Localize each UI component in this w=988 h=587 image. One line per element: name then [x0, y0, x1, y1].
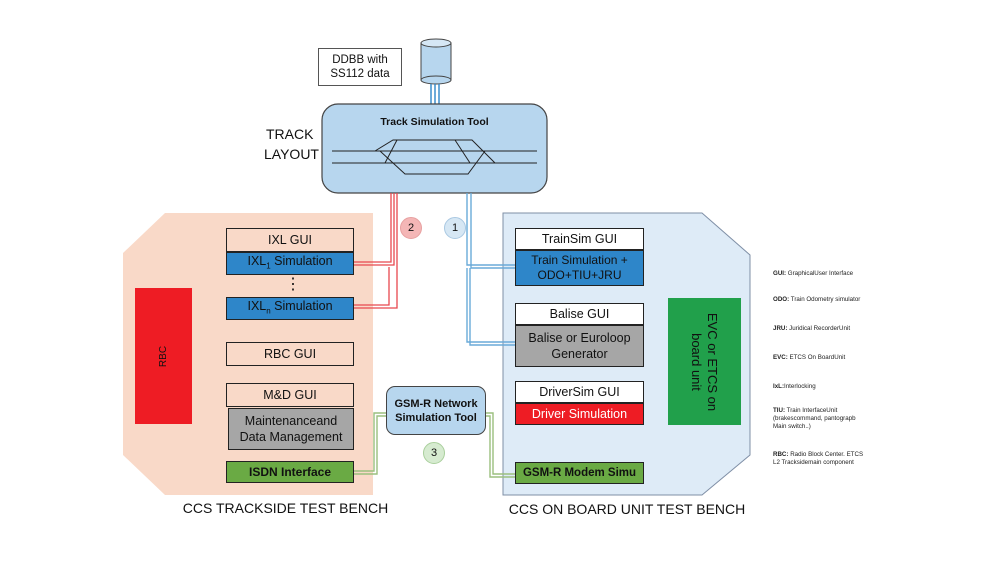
track-layout-drawing — [332, 139, 537, 175]
legend-term: JRU: — [773, 325, 788, 332]
database-label-line1: DDBB with — [332, 54, 388, 66]
evc-label-line1: EVC or ETCS on — [705, 312, 721, 411]
track-layout-label-2: LAYOUT — [264, 146, 319, 162]
evc-block-label: EVC or ETCS on board unit — [689, 312, 721, 410]
maintenance-label-line2: Data Management — [239, 430, 343, 444]
evc-block: EVC or ETCS on board unit — [668, 298, 741, 425]
legend-item-gui: GUI: GraphicalUser Interface — [773, 270, 865, 278]
ixl-gui-box: IXL GUI — [226, 228, 354, 252]
legend-term: EVC: — [773, 354, 788, 361]
legend-item-tiu: TIU: Train InterfaceUnit (brakescommand,… — [773, 407, 865, 431]
ixl1-prefix: IXL — [247, 253, 267, 268]
database-label-box: DDBB with SS112 data — [318, 48, 402, 86]
ixl1-suffix: Simulation — [270, 253, 333, 268]
trainsim-gui-box: TrainSim GUI — [515, 228, 644, 250]
legend-desc: ETCS On BoardUnit — [787, 354, 846, 361]
legend-desc: Radio Block Center. ETCS L2 Tracksidemai… — [773, 451, 864, 466]
ixl1-subscript: 1 — [266, 261, 271, 271]
train-simulation-line1: Train Simulation + — [531, 253, 628, 267]
balise-generator-box: Balise or Euroloop Generator — [515, 325, 644, 367]
green-link — [354, 412, 515, 478]
track-tool-title: Track Simulation Tool — [380, 116, 489, 128]
legend-term: RBC: — [773, 451, 789, 458]
legend-item-ixl: IxL:Interlocking — [773, 383, 865, 391]
legend-term: IxL: — [773, 383, 785, 390]
md-gui-label: M&D GUI — [263, 387, 317, 402]
database-label-line2: SS112 data — [330, 68, 390, 80]
legend-desc: Train Odometry simulator — [789, 296, 861, 303]
legend-item-rbc: RBC: Radio Block Center. ETCS L2 Tracksi… — [773, 451, 865, 467]
gsmr-tool-box: GSM-R Network Simulation Tool — [386, 386, 486, 435]
legend-term: ODO: — [773, 296, 790, 303]
ixln-prefix: IXL — [247, 298, 267, 313]
database-cylinder — [420, 38, 452, 85]
balise-generator-line1: Balise or Euroloop — [528, 331, 631, 345]
ixl-gui-label: IXL GUI — [268, 232, 312, 247]
evc-label-line2: board unit — [689, 332, 705, 391]
legend-term: TIU: — [773, 407, 786, 414]
rbc-gui-label: RBC GUI — [263, 346, 317, 361]
ixln-simulation-label: IXLn Simulation — [247, 299, 332, 319]
driver-simulation-label: Driver Simulation — [531, 406, 628, 421]
ixl1-simulation-box: IXL1 Simulation — [226, 252, 354, 275]
track-tool-box — [321, 103, 548, 194]
marker-one: 1 — [444, 217, 466, 239]
md-gui-box: M&D GUI — [226, 383, 354, 407]
onboard-caption: CCS ON BOARD UNIT TEST BENCH — [508, 501, 746, 517]
legend-desc: Interlocking — [784, 383, 816, 390]
rbc-block: RBC — [135, 288, 192, 424]
train-simulation-box: Train Simulation + ODO+TIU+JRU — [515, 250, 644, 286]
balise-gui-label: Balise GUI — [549, 306, 610, 321]
legend-term: GUI: — [773, 270, 787, 277]
ixl1-simulation-label: IXL1 Simulation — [247, 254, 332, 274]
balise-gui-box: Balise GUI — [515, 303, 644, 325]
marker-three: 3 — [423, 442, 445, 464]
trackside-caption: CCS TRACKSIDE TEST BENCH — [182, 500, 389, 516]
blue-link — [466, 193, 515, 346]
track-layout-label-1: TRACK — [266, 126, 314, 142]
isdn-interface-box: ISDN Interface — [226, 461, 354, 483]
ixln-suffix: Simulation — [270, 298, 333, 313]
legend-item-evc: EVC: ETCS On BoardUnit — [773, 354, 865, 362]
gsmr-tool-line2: Simulation Tool — [395, 411, 477, 424]
red-link — [354, 193, 398, 309]
rbc-block-label: RBC — [158, 345, 169, 367]
database-link — [430, 84, 440, 104]
maintenance-label-line1: Maintenanceand — [244, 414, 338, 428]
ixl-ellipsis: ⋮ — [285, 276, 301, 293]
legend-desc: Train InterfaceUnit (brakescommand, pant… — [773, 407, 856, 430]
gsmr-modem-label: GSM-R Modem Simu — [522, 466, 637, 479]
isdn-interface-label: ISDN Interface — [248, 464, 332, 479]
marker-two: 2 — [400, 217, 422, 239]
driver-simulation-box: Driver Simulation — [515, 403, 644, 425]
ixln-simulation-box: IXLn Simulation — [226, 297, 354, 320]
balise-generator-line2: Generator — [551, 347, 608, 361]
maintenance-box: Maintenanceand Data Management — [228, 408, 354, 450]
trainsim-gui-label: TrainSim GUI — [541, 231, 618, 246]
ixln-subscript: n — [266, 306, 271, 316]
legend-item-odo: ODO: Train Odometry simulator — [773, 296, 865, 304]
gsmr-modem-box: GSM-R Modem Simu — [515, 462, 644, 484]
legend-item-jru: JRU: Juridical RecorderUnit — [773, 325, 865, 333]
train-simulation-line2: ODO+TIU+JRU — [537, 268, 622, 282]
driversim-gui-box: DriverSim GUI — [515, 381, 644, 403]
legend-desc: Juridical RecorderUnit — [787, 325, 851, 332]
driversim-gui-label: DriverSim GUI — [539, 384, 620, 399]
legend-desc: GraphicalUser Interface — [786, 270, 854, 277]
rbc-gui-box: RBC GUI — [226, 342, 354, 366]
gsmr-tool-line1: GSM-R Network — [394, 397, 478, 410]
